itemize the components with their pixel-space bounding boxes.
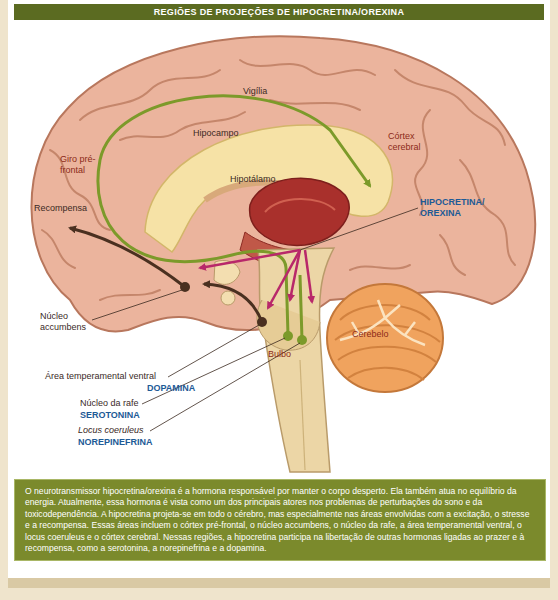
region-label: Área temperamental ventral (45, 371, 175, 382)
nucleus-dot (283, 331, 293, 341)
caption-box: O neurotransmissor hipocretina/orexina é… (14, 479, 546, 561)
brainstem-groove (300, 360, 305, 470)
region-label: Giro pré-frontal (60, 154, 112, 176)
hypocretin-arrow (305, 250, 312, 302)
corpus-callosum (145, 125, 392, 252)
hormone-label: HIPOCRETINA/ OREXINA (420, 197, 498, 219)
state-label: Vigília (243, 86, 303, 97)
green-projection-arrow (98, 96, 370, 335)
dopamine-arrow (204, 284, 262, 322)
region-label: Bulbo (268, 349, 308, 360)
region-label: Hipocampo (193, 128, 263, 139)
region-label: Hipotálamo (230, 174, 300, 185)
cerebellum (327, 284, 443, 392)
hypocretin-arrow (268, 250, 300, 308)
neurotransmitter-label: DOPAMINA (147, 383, 247, 394)
mammillary-body (221, 291, 235, 305)
region-label: Núcleo da rafe (80, 398, 170, 409)
reward-arrow (70, 228, 185, 287)
region-label: Núcleo accumbens (40, 311, 92, 333)
title-bar: REGIÕES DE PROJEÇÕES DE HIPOCRETINA/OREX… (14, 4, 544, 20)
thalamus (250, 178, 350, 245)
region-label: Córtex cerebral (388, 131, 436, 153)
leader-lines (92, 208, 418, 431)
neurotransmitter-label: NOREPINEFRINA (78, 437, 188, 448)
brainstem (258, 248, 334, 472)
region-label: Locus coeruleus (78, 425, 178, 436)
bottom-strip (8, 578, 550, 588)
thalamus-highlight (265, 199, 335, 212)
hypocretin-arrow (200, 250, 300, 268)
function-label: Recompensa (34, 203, 104, 214)
neurotransmitter-label: SEROTONINA (80, 410, 180, 421)
region-label: Cerebelo (352, 329, 412, 340)
green-projection-line (300, 275, 302, 340)
